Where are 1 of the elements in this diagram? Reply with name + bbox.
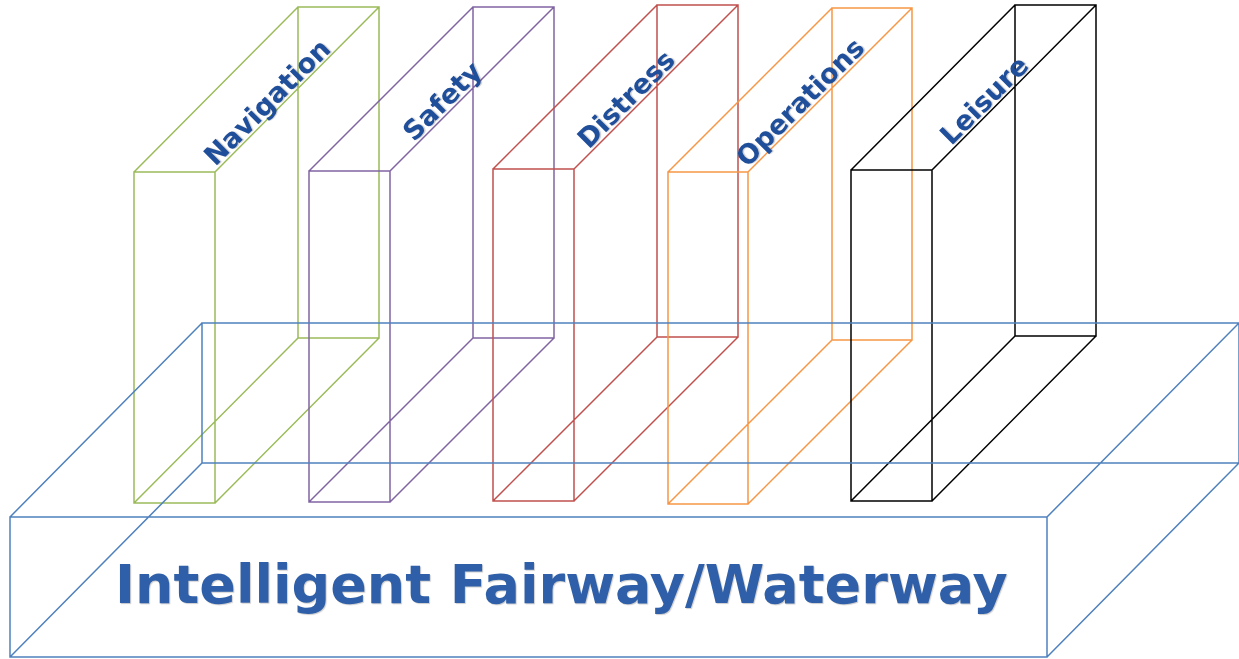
platform-label: Intelligent Fairway/Waterway [115,553,1008,616]
